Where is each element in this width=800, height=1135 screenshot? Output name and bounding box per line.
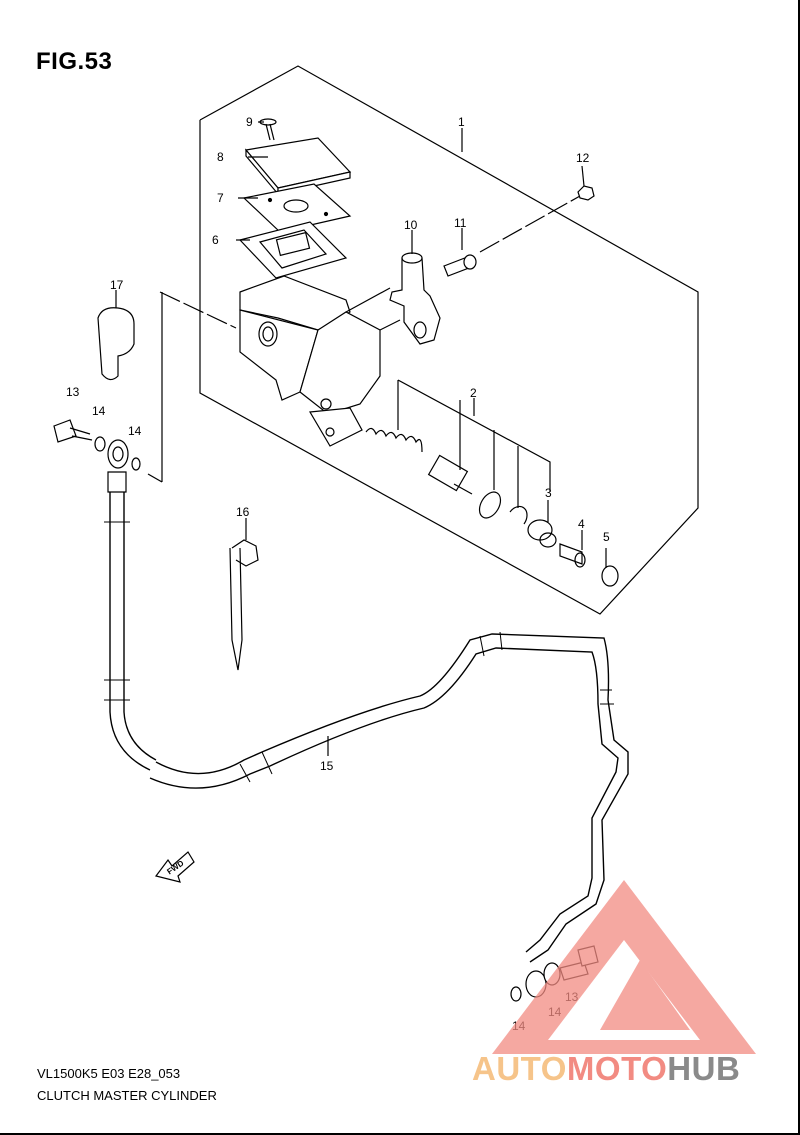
callout-14-top-right: 14	[128, 424, 142, 438]
washer-top-left	[94, 436, 106, 452]
part-7-plate	[242, 183, 352, 233]
watermark-text: AUTOMOTOHUB	[472, 1050, 740, 1088]
callout-11: 11	[454, 216, 467, 230]
part-3-boot	[527, 519, 557, 548]
callout-8: 8	[217, 150, 224, 164]
callout-2: 2	[470, 386, 477, 400]
callout-3: 3	[545, 486, 552, 500]
assembly-outline	[199, 65, 699, 615]
part-13-bolt-top	[53, 419, 93, 443]
spring	[365, 427, 423, 453]
part-9-screw	[259, 118, 277, 141]
callout-5: 5	[603, 530, 610, 544]
callout-4: 4	[578, 517, 585, 531]
callout-15: 15	[320, 759, 334, 773]
part-4-push-rod	[559, 543, 586, 568]
circlip	[509, 505, 528, 525]
subassembly-outline-2	[397, 379, 551, 492]
callout-6: 6	[212, 233, 219, 247]
part-5-nut	[601, 565, 619, 587]
part-10-bracket	[389, 252, 441, 345]
watermark-part-2: MOTO	[566, 1050, 668, 1087]
part-11-bolt	[443, 254, 477, 277]
watermark-part-1: AUTO	[472, 1050, 567, 1087]
callout-1: 1	[458, 115, 465, 129]
master-cylinder-body	[239, 275, 401, 447]
figure-caption: CLUTCH MASTER CYLINDER	[37, 1088, 217, 1103]
part-15-hose	[109, 492, 151, 771]
watermark-logo-icon	[492, 880, 756, 1054]
part-12-nut	[577, 185, 595, 201]
part-16-clamp	[229, 539, 259, 671]
callout-17: 17	[110, 278, 124, 292]
model-code: VL1500K5 E03 E28_053	[37, 1066, 181, 1081]
seal-ring	[478, 491, 502, 519]
callout-12: 12	[576, 151, 590, 165]
watermark-part-3: HUB	[667, 1050, 741, 1087]
banjo-fitting-top	[107, 439, 129, 493]
callout-16: 16	[236, 505, 250, 519]
callout-7: 7	[217, 191, 224, 205]
fwd-arrow-icon	[154, 851, 195, 883]
piston	[427, 454, 473, 495]
callout-14-top-left: 14	[92, 404, 106, 418]
part-6-diaphragm	[238, 221, 348, 279]
callout-10: 10	[404, 218, 418, 232]
callout-9: 9	[246, 115, 253, 129]
washer-top-right	[131, 457, 141, 471]
part-17-cap	[97, 307, 135, 381]
callout-13-top: 13	[66, 385, 80, 399]
figure-title: FIG.53	[36, 48, 113, 75]
